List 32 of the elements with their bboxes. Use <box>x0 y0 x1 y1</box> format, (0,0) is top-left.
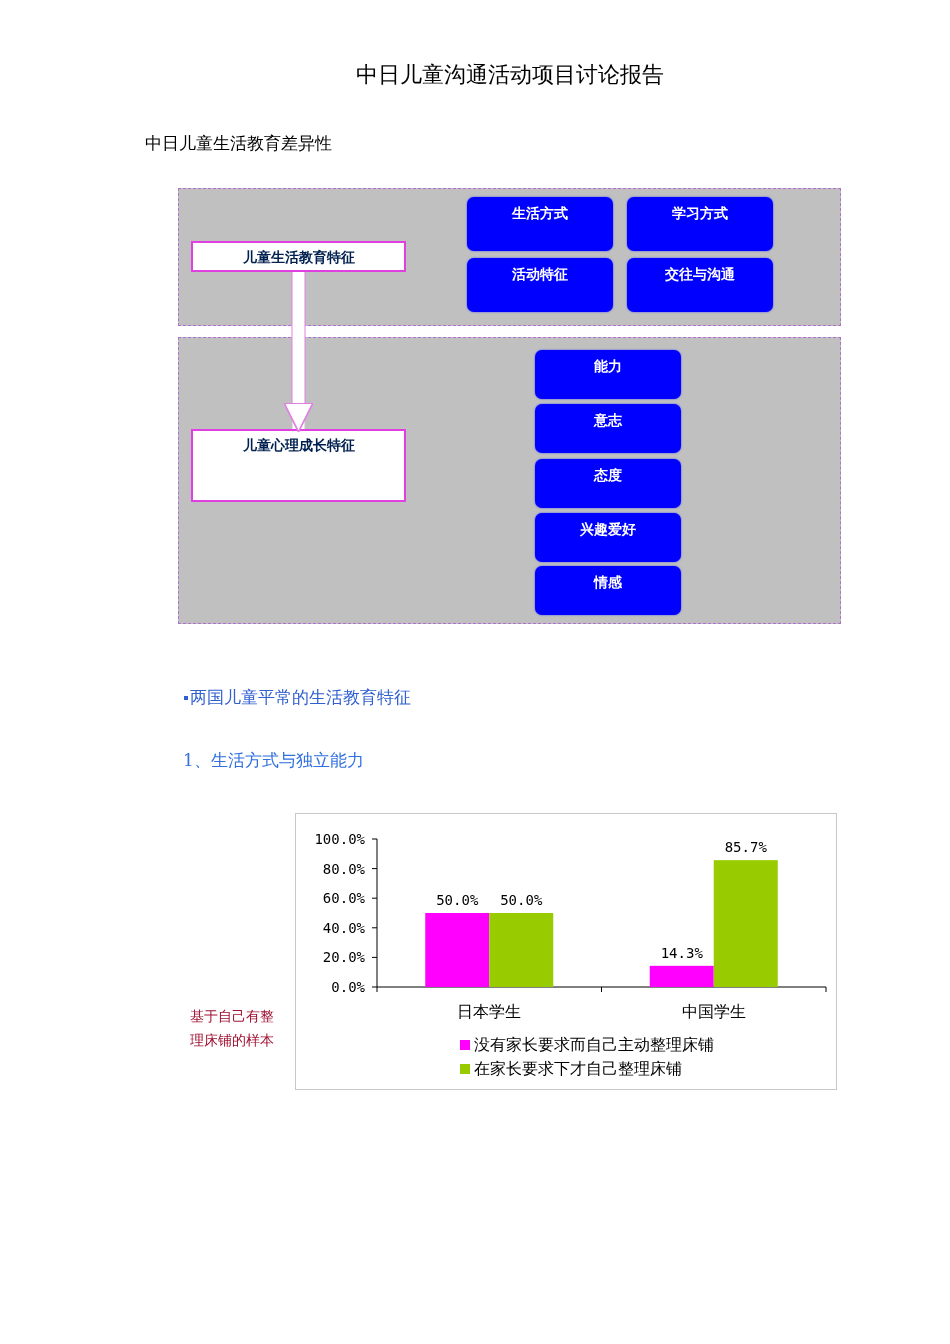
label-box: 儿童心理成长特征 <box>191 429 406 502</box>
feature-box: 交往与沟通 <box>627 258 773 312</box>
value-label: 50.0% <box>500 892 543 908</box>
feature-box: 态度 <box>535 459 681 508</box>
feature-box: 学习方式 <box>627 197 773 251</box>
panel-background <box>178 188 841 326</box>
subheading: 1、生活方式与独立能力 <box>183 749 364 772</box>
feature-box: 活动特征 <box>467 258 613 312</box>
feature-box: 生活方式 <box>467 197 613 251</box>
category-label: 日本学生 <box>457 1002 522 1021</box>
feature-box: 情感 <box>535 566 681 615</box>
feature-box: 兴趣爱好 <box>535 513 681 562</box>
chart-note: 基于自己有整理床铺的样本 <box>190 1007 275 1050</box>
section-heading: 中日儿童生活教育差异性 <box>145 132 332 155</box>
tick-label: 80.0% <box>322 860 365 877</box>
category-label: 中国学生 <box>681 1002 746 1021</box>
legend-label: 在家长要求下才自己整理床铺 <box>474 1059 682 1078</box>
feature-box: 意志 <box>535 404 681 453</box>
subheading: 两国儿童平常的生活教育特征 <box>190 686 411 709</box>
feature-box: 能力 <box>535 350 681 399</box>
value-label: 50.0% <box>436 892 479 908</box>
legend-label: 没有家长要求而自己主动整理床铺 <box>474 1035 714 1054</box>
tick-label: 20.0% <box>322 949 365 966</box>
label-box: 儿童生活教育特征 <box>191 241 406 272</box>
panel-background <box>178 337 841 624</box>
value-label: 14.3% <box>660 944 703 961</box>
tick-label: 0.0% <box>331 979 365 995</box>
page-title: 中日儿童沟通活动项目讨论报告 <box>355 61 665 89</box>
tick-label: 60.0% <box>322 890 365 907</box>
tick-label: 40.0% <box>322 919 365 936</box>
value-label: 85.7% <box>724 839 767 856</box>
tick-label: 100.0% <box>314 831 365 847</box>
